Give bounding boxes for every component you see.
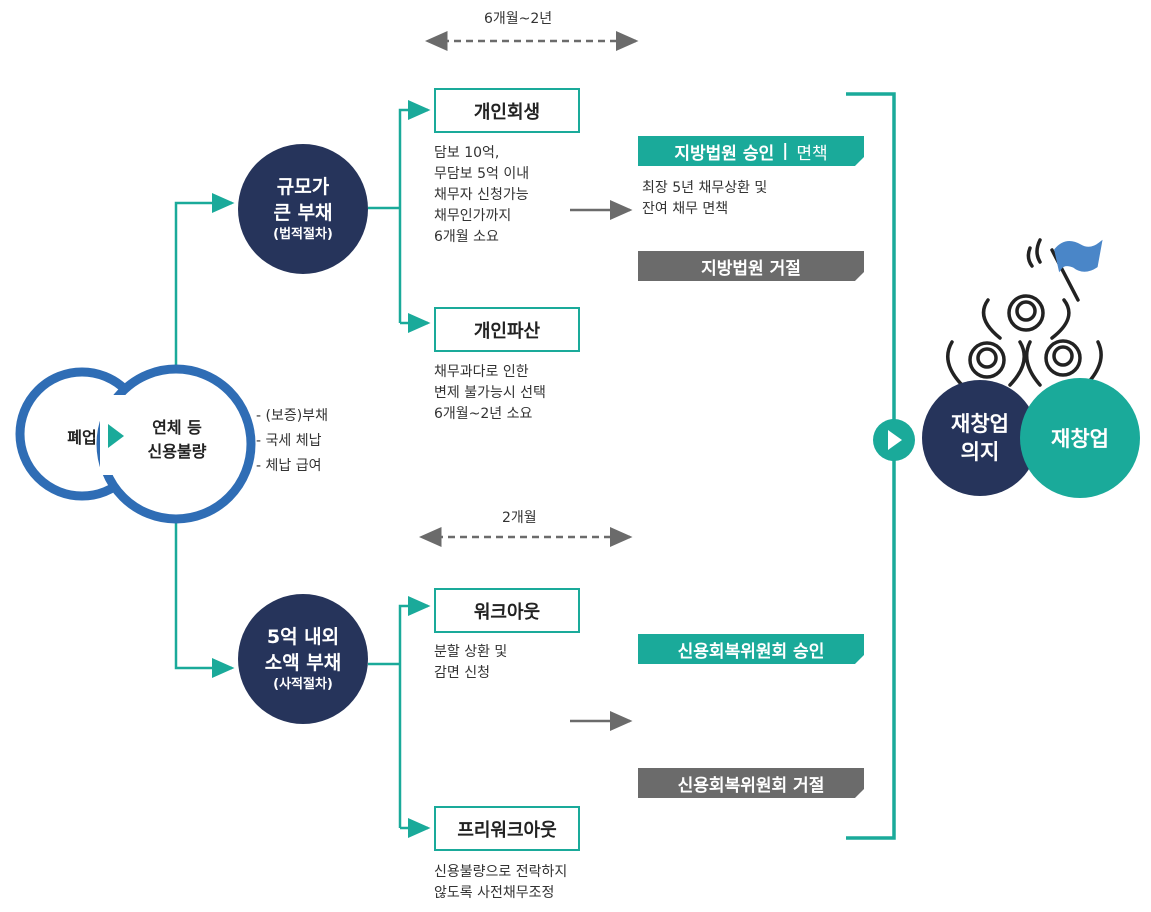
rehab-desc-line: 채무인가까지 bbox=[434, 208, 512, 224]
preworkout-desc-line: 신용불량으로 전락하지 bbox=[434, 864, 568, 880]
debt-type-item: - (보증)부채 bbox=[256, 408, 328, 424]
credit-approve-band: 신용회복위원회 승인 bbox=[638, 634, 864, 664]
bankruptcy-desc-line: 6개월~2년 소요 bbox=[434, 406, 533, 422]
default-label-line1: 연체 등 bbox=[152, 418, 202, 437]
debt-type-item: - 국세 체납 bbox=[256, 433, 322, 449]
workout-desc-line: 분할 상환 및 bbox=[434, 644, 508, 660]
small-debt-circle: 5억 내외 소액 부채 (사적절차) bbox=[238, 594, 368, 724]
arrow-to-workout bbox=[398, 596, 431, 828]
small-debt-line1: 5억 내외 bbox=[266, 626, 340, 648]
restart-circle: 재창업 bbox=[1020, 378, 1140, 498]
workout-box: 워크아웃 bbox=[434, 588, 580, 633]
small-debt-line2: 소액 부채 bbox=[264, 652, 342, 674]
rehab-desc-line: 담보 10억, bbox=[434, 145, 500, 161]
restart-label: 재창업 bbox=[1051, 427, 1109, 451]
restart-will-line1: 재창업 bbox=[951, 412, 1009, 436]
court-approve-desc: 최장 5년 채무상환 및 잔여 채무 면책 bbox=[642, 178, 767, 220]
outcome-bracket bbox=[846, 92, 896, 840]
preworkout-box: 프리워크아웃 bbox=[434, 806, 580, 851]
restart-will-line2: 의지 bbox=[960, 440, 1000, 464]
arrow-to-large-debt bbox=[174, 193, 235, 372]
credit-reject-band: 신용회복위원회 거절 bbox=[638, 768, 864, 798]
court-approve-sub: 면책 bbox=[796, 143, 828, 164]
default-label-line2: 신용불량 bbox=[147, 442, 207, 461]
court-approve-label: 지방법원 승인 bbox=[674, 143, 775, 164]
court-approve-separator: | bbox=[782, 141, 789, 161]
large-debt-circle: 규모가 큰 부채 (법적절차) bbox=[238, 144, 368, 274]
court-approve-desc-line: 잔여 채무 면책 bbox=[642, 201, 729, 217]
closure-label: 폐업 bbox=[67, 428, 97, 447]
arrow-to-small-debt bbox=[174, 518, 235, 678]
arrow-to-rehab bbox=[398, 100, 431, 323]
large-debt-line2: 큰 부채 bbox=[273, 202, 333, 224]
workout-desc: 분할 상환 및 감면 신청 bbox=[434, 642, 507, 684]
duration-label-bottom: 2개월 bbox=[502, 510, 537, 526]
rehab-box: 개인회생 bbox=[434, 88, 580, 133]
court-reject-band: 지방법원 거절 bbox=[638, 251, 864, 281]
default-label: 연체 등 신용불량 bbox=[122, 416, 232, 464]
debt-type-item: - 체납 급여 bbox=[256, 458, 322, 474]
play-icon bbox=[108, 424, 124, 448]
bankruptcy-desc-line: 채무과다로 인한 bbox=[434, 364, 529, 380]
court-approve-desc-line: 최장 5년 채무상환 및 bbox=[642, 180, 768, 196]
rehab-desc-line: 6개월 소요 bbox=[434, 229, 499, 245]
court-approve-band: 지방법원 승인 | 면책 bbox=[638, 136, 864, 166]
rehab-desc: 담보 10억, 무담보 5억 이내 채무자 신청가능 채무인가까지 6개월 소요 bbox=[434, 143, 529, 248]
preworkout-desc: 신용불량으로 전락하지 않도록 사전채무조정 bbox=[434, 862, 567, 904]
workout-desc-line: 감면 신청 bbox=[434, 665, 490, 681]
large-debt-procedure: (법적절차) bbox=[273, 227, 333, 242]
bankruptcy-desc: 채무과다로 인한 변제 불가능시 선택 6개월~2년 소요 bbox=[434, 362, 546, 425]
large-debt-line1: 규모가 bbox=[276, 176, 330, 198]
bankruptcy-box: 개인파산 bbox=[434, 307, 580, 352]
preworkout-desc-line: 않도록 사전채무조정 bbox=[434, 885, 555, 901]
rehab-desc-line: 채무자 신청가능 bbox=[434, 187, 529, 203]
restart-will-circle: 재창업 의지 bbox=[922, 380, 1038, 496]
bankruptcy-desc-line: 변제 불가능시 선택 bbox=[434, 385, 546, 401]
celebrating-people-icon bbox=[946, 238, 1103, 387]
small-debt-procedure: (사적절차) bbox=[273, 677, 333, 692]
rehab-desc-line: 무담보 5억 이내 bbox=[434, 166, 530, 182]
duration-label-top: 6개월~2년 bbox=[484, 11, 553, 27]
debt-type-list: - (보증)부채 - 국세 체납 - 체납 급여 bbox=[256, 404, 328, 479]
